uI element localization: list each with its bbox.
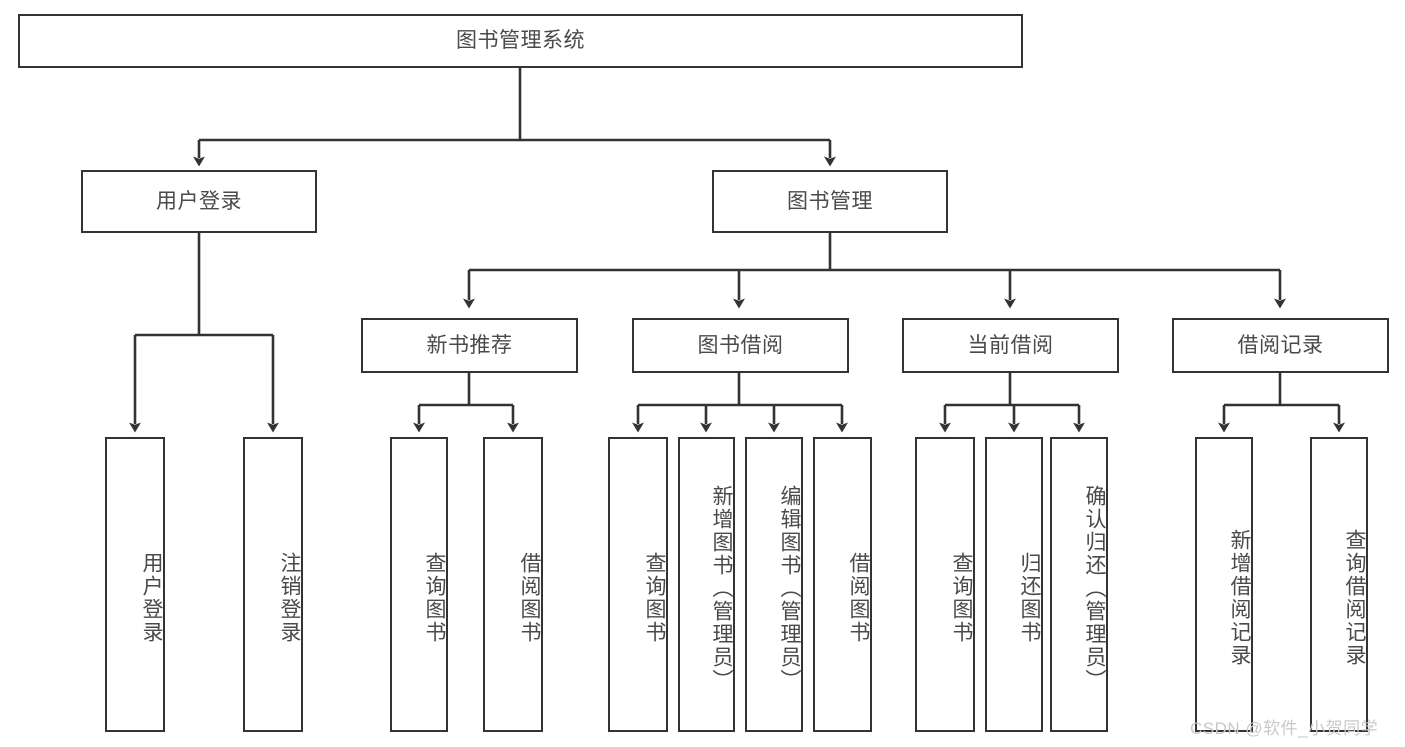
node-leaf-logout-login-label: 注销登录	[278, 551, 301, 644]
node-book-borrow[interactable]: 图书借阅	[632, 318, 849, 373]
node-leaf-return-book[interactable]: 归还图书	[985, 437, 1043, 732]
node-leaf-user-login[interactable]: 用户登录	[105, 437, 165, 732]
node-leaf-query-book-3[interactable]: 查询图书	[915, 437, 975, 732]
node-current-borrow-label: 当前借阅	[967, 333, 1054, 357]
node-borrow-record-label: 借阅记录	[1237, 333, 1324, 357]
node-leaf-return-book-label: 归还图书	[1018, 551, 1041, 644]
node-new-book-recommend[interactable]: 新书推荐	[361, 318, 578, 373]
node-leaf-edit-book-label: 编辑图书（管理员）	[778, 485, 801, 692]
node-user-login[interactable]: 用户登录	[81, 170, 317, 233]
node-leaf-query-book-3-label: 查询图书	[950, 551, 973, 644]
node-leaf-confirm-return-label: 确认归还（管理员）	[1083, 485, 1106, 692]
node-leaf-query-record[interactable]: 查询借阅记录	[1310, 437, 1368, 732]
node-borrow-record[interactable]: 借阅记录	[1172, 318, 1389, 373]
node-user-login-label: 用户登录	[156, 189, 242, 213]
node-new-book-recommend-label: 新书推荐	[426, 333, 513, 357]
node-leaf-add-book[interactable]: 新增图书（管理员）	[678, 437, 735, 732]
node-leaf-query-book-1-label: 查询图书	[423, 551, 446, 644]
node-leaf-user-login-label: 用户登录	[140, 551, 163, 644]
node-leaf-query-book-2[interactable]: 查询图书	[608, 437, 668, 732]
node-root-label: 图书管理系统	[456, 29, 585, 53]
node-book-borrow-label: 图书借阅	[697, 333, 784, 357]
node-leaf-borrow-book-1-label: 借阅图书	[518, 551, 541, 644]
node-leaf-query-book-2-label: 查询图书	[643, 551, 666, 644]
node-leaf-query-book-1[interactable]: 查询图书	[390, 437, 448, 732]
node-leaf-add-book-label: 新增图书（管理员）	[710, 485, 733, 692]
node-leaf-add-record-label: 新增借阅记录	[1228, 528, 1251, 667]
node-leaf-edit-book[interactable]: 编辑图书（管理员）	[745, 437, 803, 732]
node-leaf-borrow-book-1[interactable]: 借阅图书	[483, 437, 543, 732]
node-leaf-add-record[interactable]: 新增借阅记录	[1195, 437, 1253, 732]
node-leaf-borrow-book-2[interactable]: 借阅图书	[813, 437, 872, 732]
node-current-borrow[interactable]: 当前借阅	[902, 318, 1119, 373]
node-book-manage-label: 图书管理	[787, 189, 873, 213]
node-book-manage[interactable]: 图书管理	[712, 170, 948, 233]
node-leaf-query-record-label: 查询借阅记录	[1343, 528, 1366, 667]
node-root[interactable]: 图书管理系统	[18, 14, 1023, 68]
node-leaf-confirm-return[interactable]: 确认归还（管理员）	[1050, 437, 1108, 732]
node-leaf-logout-login[interactable]: 注销登录	[243, 437, 303, 732]
node-leaf-borrow-book-2-label: 借阅图书	[847, 551, 870, 644]
csdn-watermark: CSDN @软件_小贺同学	[1190, 719, 1379, 738]
